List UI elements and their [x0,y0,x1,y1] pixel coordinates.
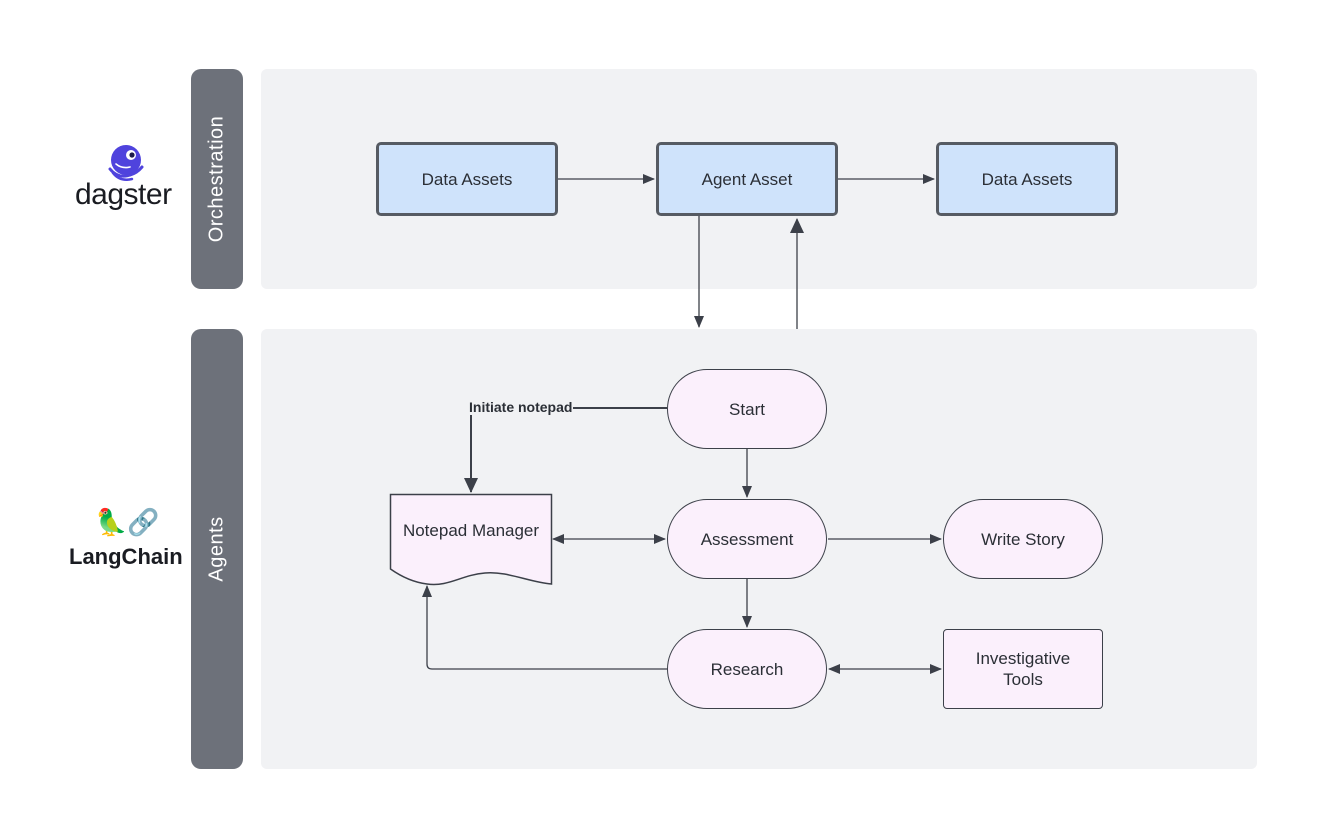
dagster-wordmark: dagster [75,178,172,211]
langchain-wordmark: LangChain [69,544,183,569]
data-assets-output-node[interactable]: Data Assets [936,142,1118,216]
data-assets-input-node[interactable]: Data Assets [376,142,558,216]
parrot-chain-icon: 🦜🔗 [95,507,160,537]
orchestration-lane-header: Orchestration [191,69,243,289]
investigative-tools-node[interactable]: Investigative Tools [943,629,1103,709]
agent-asset-node[interactable]: Agent Asset [656,142,838,216]
start-node[interactable]: Start [667,369,827,449]
notepad-manager-shape [389,493,553,586]
agents-lane-header: Agents [191,329,243,769]
dagster-octopus-icon [108,145,144,181]
edge-label-initiate-notepad: Initiate notepad [468,399,574,415]
research-node[interactable]: Research [667,629,827,709]
edge-research-to-notepad [422,585,667,670]
notepad-manager-node[interactable]: Notepad Manager [402,520,540,540]
write-story-node[interactable]: Write Story [943,499,1103,579]
assessment-node[interactable]: Assessment [667,499,827,579]
edge-start-to-notepad [464,407,667,493]
